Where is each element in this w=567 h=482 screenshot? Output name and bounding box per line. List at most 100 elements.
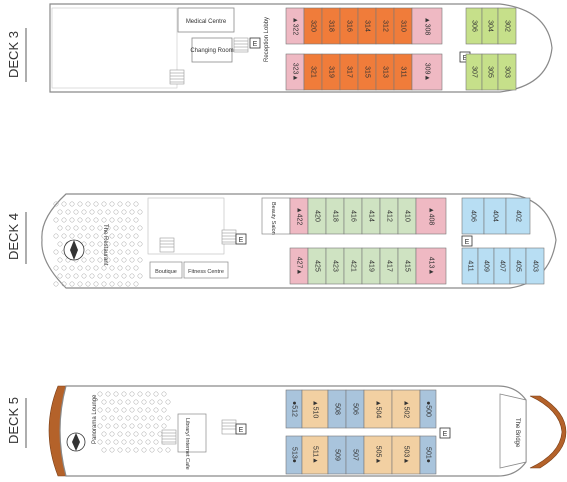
table-icon <box>149 447 155 453</box>
table-icon <box>117 249 123 255</box>
table-icon <box>105 391 111 397</box>
cabin-number: 501● <box>425 447 432 463</box>
cabin-number: 416 <box>350 210 357 222</box>
cabin-number: 309▲ <box>424 63 431 82</box>
table-icon <box>105 225 111 231</box>
table-icon <box>105 407 111 413</box>
deck-5-lift-right: E <box>443 431 448 438</box>
table-icon <box>137 257 143 263</box>
cabin-number: 409 <box>483 260 490 272</box>
table-icon <box>161 423 167 429</box>
table-icon <box>101 415 107 421</box>
cabin-403 <box>525 247 545 285</box>
cabin-number: 427▲ <box>296 257 303 276</box>
table-icon <box>65 209 71 215</box>
table-icon <box>113 273 119 279</box>
table-icon <box>137 241 143 247</box>
table-icon <box>165 415 171 421</box>
table-icon <box>93 233 99 239</box>
cabin-number: 505▲ <box>375 446 382 465</box>
cabin-number: 315 <box>364 66 371 78</box>
table-icon <box>85 249 91 255</box>
cabin-number: 413▲ <box>428 257 435 276</box>
table-icon <box>149 431 155 437</box>
table-icon <box>105 273 111 279</box>
table-icon <box>97 439 103 445</box>
room-panorama-lounge: Panorama Lounge <box>92 394 98 444</box>
table-icon <box>165 399 171 405</box>
table-icon <box>117 431 123 437</box>
table-icon <box>73 273 79 279</box>
deck-4-lift-left: E <box>239 237 244 244</box>
table-icon <box>133 201 139 207</box>
table-icon <box>125 431 131 437</box>
room-reception-lobby: Reception Lobby <box>264 17 270 62</box>
table-icon <box>137 423 143 429</box>
table-icon <box>113 209 119 215</box>
cabin-308 <box>411 7 443 45</box>
cabin-number: 321 <box>310 66 317 78</box>
table-icon <box>85 265 91 271</box>
table-icon <box>97 257 103 263</box>
table-icon <box>165 447 171 453</box>
table-icon <box>65 273 71 279</box>
table-icon <box>89 241 95 247</box>
table-icon <box>117 399 123 405</box>
cabin-number: 319 <box>328 66 335 78</box>
table-icon <box>61 265 67 271</box>
table-icon <box>105 241 111 247</box>
table-icon <box>149 415 155 421</box>
table-icon <box>69 201 75 207</box>
room-fitness-centre: Fitness Centre <box>188 269 224 275</box>
table-icon <box>69 281 75 287</box>
table-icon <box>105 439 111 445</box>
table-icon <box>137 225 143 231</box>
cabin-number: 318 <box>328 20 335 32</box>
table-icon <box>57 241 63 247</box>
table-icon <box>53 265 59 271</box>
deck-5: DECK 5 The Bridge Panorama Lounge Librar… <box>6 385 567 477</box>
table-icon <box>109 447 115 453</box>
table-icon <box>109 217 115 223</box>
cabin-number: 511▲ <box>312 446 319 464</box>
table-icon <box>141 431 147 437</box>
cabin-number: ▲422 <box>296 207 303 226</box>
table-icon <box>113 225 119 231</box>
table-icon <box>125 249 131 255</box>
table-icon <box>101 431 107 437</box>
cabin-302 <box>497 7 517 45</box>
deck-4-lift-right: E <box>465 239 470 246</box>
table-icon <box>105 209 111 215</box>
table-icon <box>61 201 67 207</box>
table-icon <box>121 225 127 231</box>
table-icon <box>97 423 103 429</box>
table-icon <box>53 201 59 207</box>
table-icon <box>149 399 155 405</box>
cabin-number: 314 <box>364 20 371 32</box>
table-icon <box>101 399 107 405</box>
cabin-505 <box>363 435 393 475</box>
cabin-number: 419 <box>368 260 375 272</box>
cabin-number: 313 <box>382 66 389 78</box>
cabin-number: 302 <box>504 20 511 32</box>
table-icon <box>73 225 79 231</box>
table-icon <box>145 423 151 429</box>
table-icon <box>109 415 115 421</box>
table-icon <box>117 201 123 207</box>
table-icon <box>113 391 119 397</box>
table-icon <box>153 391 159 397</box>
table-icon <box>77 201 83 207</box>
table-icon <box>137 407 143 413</box>
cabin-number: 420 <box>314 210 321 222</box>
table-icon <box>129 407 135 413</box>
cabin-number: ●500 <box>425 401 432 417</box>
table-icon <box>89 225 95 231</box>
cabin-number: 507 <box>352 449 359 461</box>
cabin-number: 304 <box>487 20 494 32</box>
cabin-number: 323▲ <box>292 63 299 82</box>
table-icon <box>117 217 123 223</box>
table-icon <box>109 281 115 287</box>
table-icon <box>117 281 123 287</box>
cabin-number: 417 <box>386 260 393 272</box>
table-icon <box>133 217 139 223</box>
